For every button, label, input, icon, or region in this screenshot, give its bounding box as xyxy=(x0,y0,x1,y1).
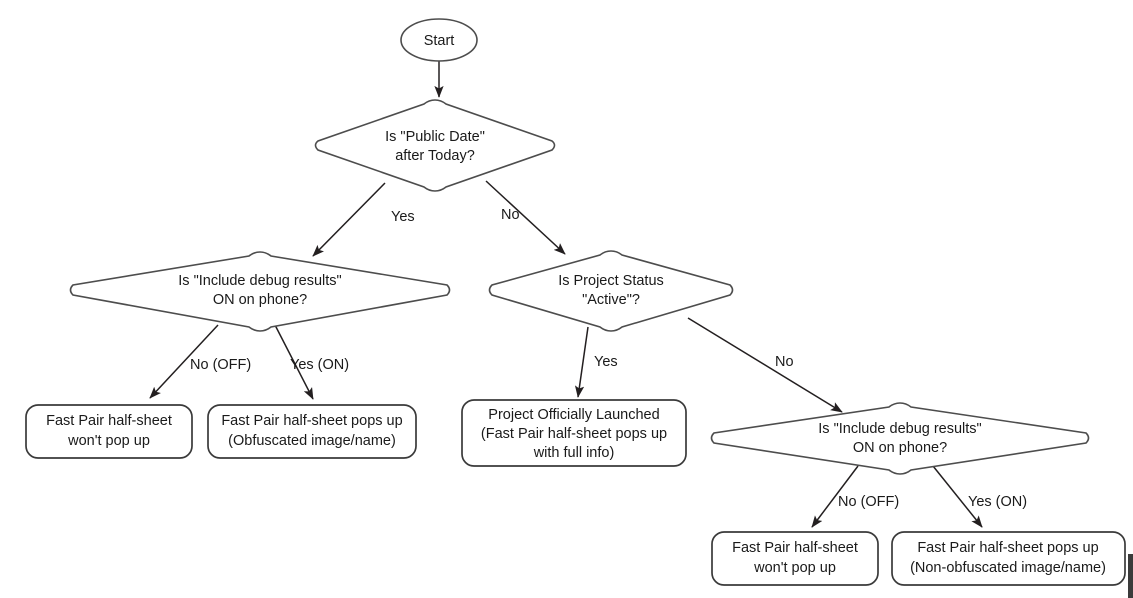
node-right-yes-result[interactable]: Fast Pair half-sheet pops up (Non-obfusc… xyxy=(891,531,1126,586)
right-no-result-box xyxy=(711,531,879,586)
edge-debug-left-yes xyxy=(274,324,314,400)
launched-line2: (Fast Pair half-sheet pops up xyxy=(481,426,667,442)
edge-debug-right-yes xyxy=(932,465,983,528)
right-yes-result-line2: (Non-obfuscated image/name) xyxy=(910,560,1106,576)
launched-box xyxy=(461,399,687,467)
right-yes-result-box xyxy=(891,531,1126,586)
public-date-line2: after Today? xyxy=(395,148,475,164)
debug-left-line1: Is "Include debug results" xyxy=(178,273,341,289)
node-debug-left-decision[interactable]: Is "Include debug results" ON on phone? xyxy=(69,251,451,332)
launched-line3: with full info) xyxy=(533,445,615,461)
project-status-diamond xyxy=(488,250,734,332)
edge-label-debug-right-no: No (OFF) xyxy=(838,494,899,510)
public-date-diamond xyxy=(314,99,556,192)
node-left-yes-result[interactable]: Fast Pair half-sheet pops up (Obfuscated… xyxy=(207,404,417,459)
edge-group xyxy=(149,61,983,528)
left-no-result-line2: won't pop up xyxy=(67,433,150,449)
edge-label-project-status-yes: Yes xyxy=(594,354,618,370)
right-yes-result-line1: Fast Pair half-sheet pops up xyxy=(917,540,1098,556)
debug-right-diamond xyxy=(710,402,1090,475)
project-status-line2: "Active"? xyxy=(582,292,640,308)
debug-right-line2: ON on phone? xyxy=(853,440,947,456)
edge-debug-left-no xyxy=(149,324,219,399)
edge-label-project-status-no: No xyxy=(775,354,794,370)
edge-label-debug-right-yes: Yes (ON) xyxy=(968,494,1027,510)
edge-label-public-date-no: No xyxy=(501,207,520,223)
node-project-status-decision[interactable]: Is Project Status "Active"? xyxy=(488,250,734,332)
edge-project-status-yes xyxy=(574,326,589,398)
public-date-line1: Is "Public Date" xyxy=(385,129,485,145)
node-debug-right-decision[interactable]: Is "Include debug results" ON on phone? xyxy=(710,402,1090,475)
edge-label-debug-left-no: No (OFF) xyxy=(190,357,251,373)
launched-line1: Project Officially Launched xyxy=(488,407,659,423)
edge-public-date-yes xyxy=(312,182,386,257)
debug-left-diamond xyxy=(69,251,451,332)
node-start[interactable]: Start xyxy=(400,18,478,62)
right-no-result-line2: won't pop up xyxy=(753,560,836,576)
node-left-no-result[interactable]: Fast Pair half-sheet won't pop up xyxy=(25,404,193,459)
node-right-no-result[interactable]: Fast Pair half-sheet won't pop up xyxy=(711,531,879,586)
start-label: Start xyxy=(424,33,455,49)
edge-project-status-no xyxy=(687,317,843,413)
left-yes-result-line1: Fast Pair half-sheet pops up xyxy=(221,413,402,429)
left-no-result-box xyxy=(25,404,193,459)
right-no-result-line1: Fast Pair half-sheet xyxy=(732,540,858,556)
edge-label-public-date-yes: Yes xyxy=(391,209,415,225)
scrollbar-artifact xyxy=(1128,554,1133,598)
debug-right-line1: Is "Include debug results" xyxy=(818,421,981,437)
left-no-result-line1: Fast Pair half-sheet xyxy=(46,413,172,429)
edge-debug-right-no xyxy=(811,465,859,528)
edge-label-group: Yes No No (OFF) Yes (ON) Yes No No (OFF)… xyxy=(190,207,1027,510)
node-launched[interactable]: Project Officially Launched (Fast Pair h… xyxy=(461,399,687,467)
left-yes-result-box xyxy=(207,404,417,459)
edge-public-date-no xyxy=(485,180,566,255)
project-status-line1: Is Project Status xyxy=(558,273,664,289)
left-yes-result-line2: (Obfuscated image/name) xyxy=(228,433,396,449)
debug-left-line2: ON on phone? xyxy=(213,292,307,308)
edge-label-debug-left-yes: Yes (ON) xyxy=(290,357,349,373)
start-ellipse xyxy=(400,18,478,62)
node-public-date-decision[interactable]: Is "Public Date" after Today? xyxy=(314,99,556,192)
